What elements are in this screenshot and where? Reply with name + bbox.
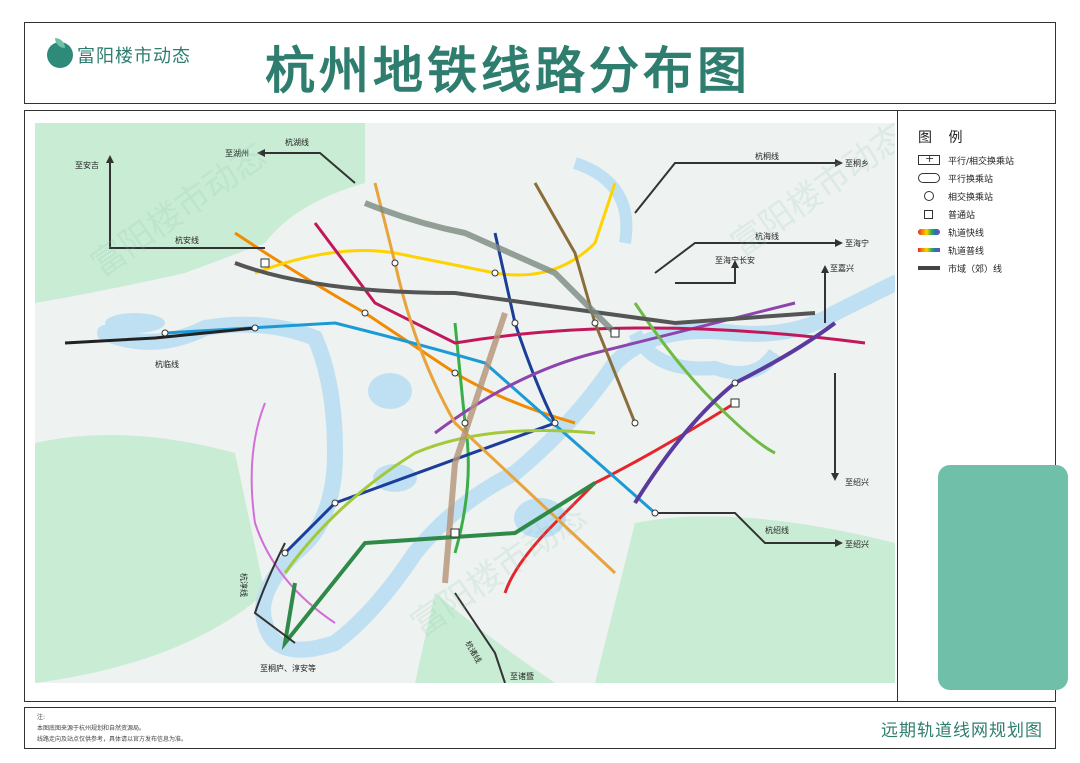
metro-map-svg: 杭湖线 杭安线 杭桐线 杭海线 杭临线 杭绍线 杭诸线 杭淳线 至湖州 至安吉 … bbox=[35, 123, 895, 683]
footer-note: 线路走向及站点仅供参考，具体请以官方发布信息为准。 bbox=[37, 736, 188, 743]
green-area bbox=[35, 123, 365, 303]
direction-tongxiang: 至桐乡 bbox=[845, 158, 869, 168]
footer-note: 注: bbox=[37, 714, 46, 721]
legend-item: 相交换乘站 bbox=[918, 189, 993, 203]
metro-line-17 bbox=[234, 261, 816, 326]
direction-haining-changan: 至海宁长安 bbox=[715, 255, 755, 265]
lake bbox=[105, 313, 165, 333]
metro-line-express bbox=[363, 200, 618, 336]
metro-line-ring bbox=[250, 402, 336, 624]
direction-jiaxing: 至嘉兴 bbox=[830, 263, 854, 273]
map-panel: 杭湖线 杭安线 杭桐线 杭海线 杭临线 杭绍线 杭诸线 杭淳线 至湖州 至安吉 … bbox=[24, 110, 1068, 702]
river bbox=[572, 157, 633, 244]
footer-title: 远期轨道线网规划图 bbox=[881, 721, 1043, 741]
transfer-cross-icon bbox=[924, 191, 934, 201]
metro-line-7 bbox=[434, 301, 796, 435]
transfer-parallel-cross-icon bbox=[918, 152, 940, 165]
direction-tonglu: 至桐庐、淳安等 bbox=[260, 663, 316, 673]
metro-line-express bbox=[442, 312, 508, 584]
direction-shaoxing-2: 至绍兴 bbox=[845, 539, 869, 549]
station-icon bbox=[924, 209, 933, 219]
legend-panel: 图 例 平行/相交换乘站 平行换乘站 相交换乘站 普通站 轨道快线 轨道普线 市… bbox=[897, 111, 1068, 701]
metro-line-8 bbox=[313, 222, 866, 345]
green-area bbox=[35, 435, 265, 683]
footer-panel: 注: 本图底图来源于杭州规划和自然资源局。 线路走向及站点仅供参考，具体请以官方… bbox=[24, 707, 1056, 749]
legend-item: 轨道快线 bbox=[918, 225, 984, 239]
legend-item: 市域（郊）线 bbox=[918, 261, 1002, 275]
page-title: 杭州地铁线路分布图 bbox=[265, 42, 751, 100]
legend-item: 平行/相交换乘站 bbox=[918, 152, 1014, 167]
arrow-icons bbox=[106, 149, 843, 547]
metro-map[interactable]: 杭湖线 杭安线 杭桐线 杭海线 杭临线 杭绍线 杭诸线 杭淳线 至湖州 至安吉 … bbox=[35, 123, 895, 683]
qr-placeholder bbox=[938, 465, 1068, 690]
metro-line-12 bbox=[633, 302, 776, 455]
line-label-hangan: 杭安线 bbox=[175, 235, 199, 245]
suburban-line-icon bbox=[918, 266, 940, 270]
direction-anji: 至安吉 bbox=[75, 160, 99, 170]
metro-line-express bbox=[281, 481, 597, 651]
logo-text: 富阳楼市动态 bbox=[77, 46, 191, 67]
direction-labels: 至湖州 至安吉 至桐乡 至海宁长安 至海宁 至嘉兴 至绍兴 至绍兴 至诸暨 至桐… bbox=[75, 149, 869, 681]
metro-line-19 bbox=[633, 321, 837, 505]
direction-zhuji: 至诸暨 bbox=[510, 672, 534, 681]
legend-item: 轨道普线 bbox=[918, 243, 984, 257]
legend-item: 平行换乘站 bbox=[918, 171, 993, 185]
line-label-hangshao: 杭绍线 bbox=[765, 525, 789, 535]
line-label-hangtong: 杭湖线 bbox=[285, 137, 309, 147]
header-panel: 富阳楼市动态 杭州地铁线路分布图 bbox=[24, 22, 1056, 104]
express-line-icon bbox=[918, 229, 940, 235]
metro-line-10 bbox=[373, 182, 617, 575]
line-label-hangtong2: 杭桐线 bbox=[755, 151, 779, 161]
line-label-hanglin: 杭临线 bbox=[155, 359, 179, 369]
logo: 富阳楼市动态 bbox=[47, 38, 191, 71]
river bbox=[628, 329, 781, 380]
west-lake bbox=[368, 373, 412, 409]
metro-line-15 bbox=[283, 429, 596, 574]
line-label-hangchun: 杭淳线 bbox=[239, 573, 249, 597]
logo-icon bbox=[47, 38, 73, 68]
suburban-lines bbox=[109, 152, 836, 683]
direction-shaoxing: 至绍兴 bbox=[845, 477, 869, 487]
transfer-parallel-icon bbox=[918, 173, 940, 183]
legend-title: 图 例 bbox=[918, 130, 969, 146]
line-label-hanghai: 杭海线 bbox=[755, 231, 779, 241]
legend-item: 普通站 bbox=[918, 207, 975, 221]
regular-line-icon bbox=[918, 248, 940, 252]
metro-line-1 bbox=[503, 401, 736, 594]
green-area bbox=[595, 516, 895, 683]
metro-line-9 bbox=[533, 182, 637, 424]
footer-note: 本图底图来源于杭州规划和自然资源局。 bbox=[37, 725, 146, 732]
qiantang-river bbox=[97, 275, 895, 658]
metro-line-3 bbox=[254, 182, 617, 277]
metro-line-16 bbox=[64, 326, 256, 345]
direction-haining: 至海宁 bbox=[845, 238, 869, 248]
stations bbox=[161, 258, 740, 557]
metro-line-5 bbox=[164, 321, 656, 515]
direction-huzhou: 至湖州 bbox=[225, 149, 249, 158]
